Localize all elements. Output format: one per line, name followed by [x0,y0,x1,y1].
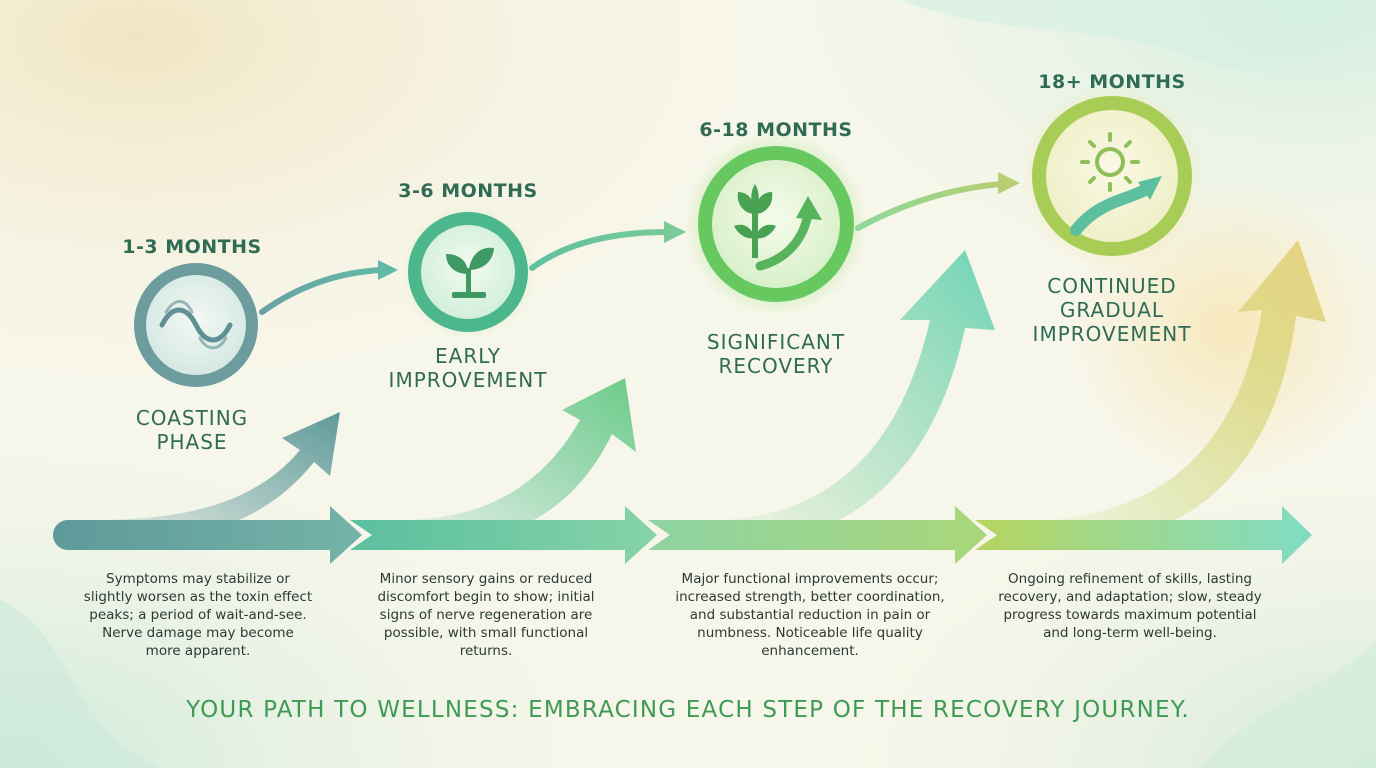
phase-2-description: Minor sensory gains or reduced discomfor… [377,571,595,659]
connector-arrows [259,172,1020,315]
phase-2-title: EARLY IMPROVEMENT [388,344,548,392]
phase-1-title: COASTING PHASE [135,406,249,454]
rising-arrows [90,240,1326,548]
phase-4-time-label: 18+ MONTHS [1038,71,1186,93]
phase-1-time-label: 1-3 MONTHS [122,236,262,258]
plant-growth-arrow-icon [734,184,822,271]
sun-path-icon [1070,132,1162,236]
footer-tagline: YOUR PATH TO WELLNESS: EMBRACING EACH ST… [186,697,1190,723]
phase-1-description: Symptoms may stabilize or slightly worse… [83,571,313,659]
timeline-segment-3 [648,506,987,564]
connector-arrow-1 [259,267,385,315]
phase-4-description: Ongoing refinement of skills, lasting re… [998,571,1262,641]
phase-3-description: Major functional improvements occur; inc… [675,571,945,659]
wave-icon [159,300,233,350]
phase-1-circle [134,263,258,387]
phase-2-circle [400,204,536,340]
rising-arrow-3 [720,250,995,548]
phase-3-circle [684,132,868,316]
timeline-base [53,506,1312,564]
phase-3-time-label: 6-18 MONTHS [699,119,853,141]
timeline-segment-1 [53,506,362,564]
timeline-segment-4 [975,506,1312,564]
phase-4-circle [1020,84,1204,268]
rising-arrow-4 [1050,240,1326,548]
connector-arrow-3 [855,181,1005,231]
phase-4-title: CONTINUED GRADUAL IMPROVEMENT [1032,274,1192,346]
connector-arrow-2 [529,229,671,271]
sprout-icon [446,247,494,298]
timeline-segment-2 [350,506,657,564]
phase-3-title: SIGNIFICANT RECOVERY [706,330,846,378]
phase-2-time-label: 3-6 MONTHS [398,180,538,202]
